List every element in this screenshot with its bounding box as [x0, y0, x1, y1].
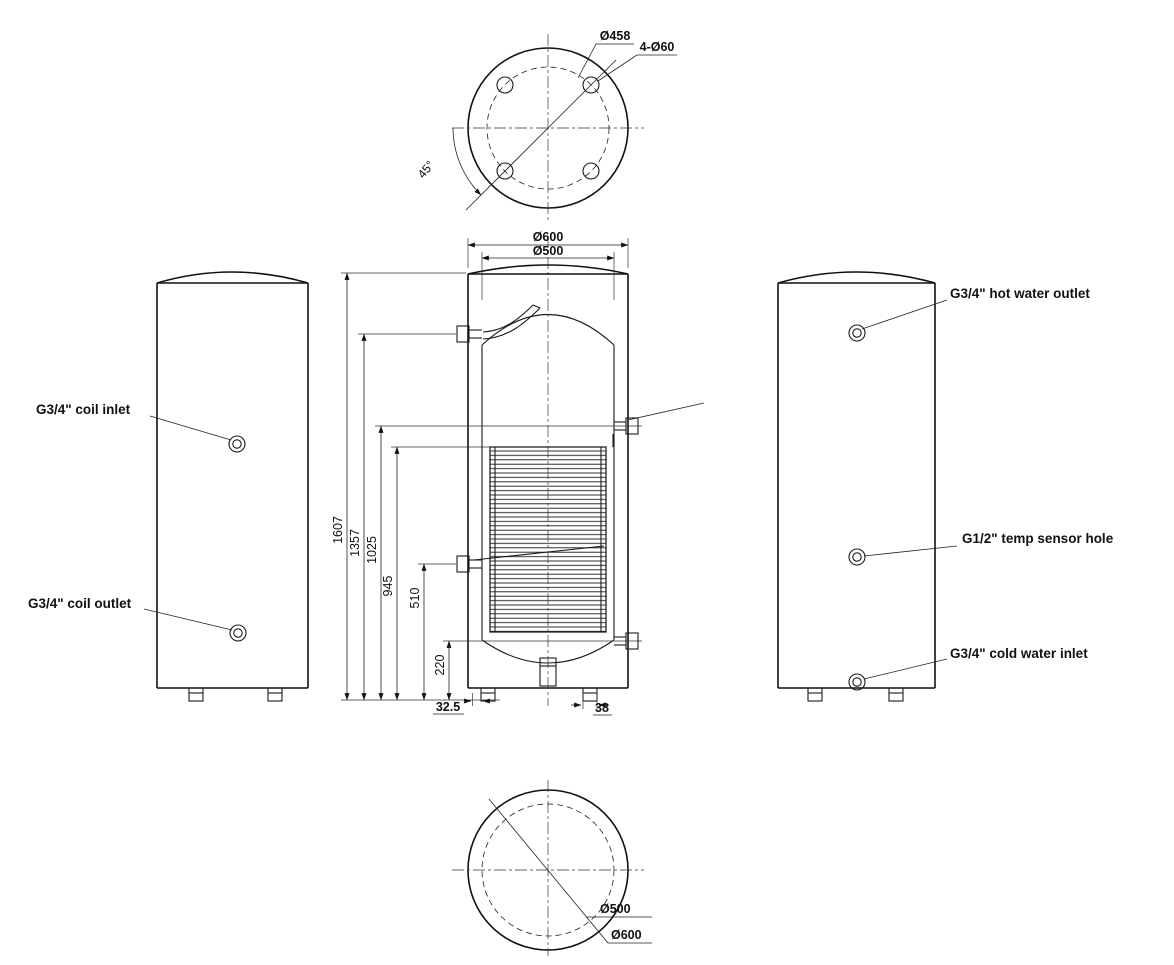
tank-foot — [582, 687, 598, 702]
hot-water-outlet-label: G3/4" hot water outlet — [950, 286, 1090, 301]
internal-pipe-line — [482, 304, 534, 333]
height-510-label: 510 — [408, 588, 422, 609]
coil-outlet-port-bore — [233, 628, 243, 638]
cold-water-inlet-label: G3/4" cold water inlet — [950, 646, 1088, 661]
tank-foot — [480, 687, 496, 702]
height-220-label: 220 — [433, 655, 447, 676]
diagonal-45-line — [465, 59, 617, 211]
coil-lead-pipe — [473, 545, 605, 561]
flange-leader — [627, 402, 705, 421]
height-1025-label: 1025 — [365, 536, 379, 564]
height-1357-label: 1357 — [348, 529, 362, 557]
coil-outlet-label: G3/4" coil outlet — [28, 596, 132, 611]
internal-pipe-end — [532, 304, 541, 309]
bottom-inner-dia-label: Ø500 — [600, 902, 631, 916]
bolt-hole — [582, 162, 600, 180]
diameter-leader — [488, 798, 609, 944]
front-section-view — [456, 236, 705, 706]
left-side-view: G3/4" coil inlet G3/4" coil outlet — [28, 271, 309, 702]
bolt-circle-leader — [577, 43, 597, 79]
foot-offset-label: 32.5 — [436, 700, 460, 714]
temp-sensor-port — [848, 548, 866, 566]
bolt-holes-leader — [597, 54, 638, 82]
temp-sensor-port-bore — [852, 552, 862, 562]
angle-arc — [452, 127, 482, 196]
bolt-hole — [496, 162, 514, 180]
tank-foot — [267, 687, 283, 702]
temp-sensor-leader — [863, 545, 958, 557]
bolt-hole — [496, 76, 514, 94]
hot-water-outlet-port — [848, 324, 866, 342]
coil-inlet-port-bore — [232, 439, 242, 449]
bottom-outer-dia-label: Ø600 — [611, 928, 642, 942]
bottom-view: Ø500 Ø600 — [452, 780, 652, 956]
outer-dia-label: Ø600 — [533, 230, 564, 244]
height-945-label: 945 — [381, 576, 395, 597]
tank-foot — [188, 687, 204, 702]
left-upper-flange — [456, 325, 470, 343]
cold-water-inlet-port — [848, 673, 866, 691]
coil-outlet-leader — [143, 608, 233, 631]
left-lower-flange — [456, 555, 470, 573]
tank-foot — [888, 687, 904, 702]
cold-water-inlet-leader — [863, 658, 948, 680]
bolt-hole — [582, 76, 600, 94]
coil-outlet-port — [229, 624, 247, 642]
coil-inlet-port — [228, 435, 246, 453]
internal-pipe-line — [482, 307, 541, 340]
foot-width-label: 38 — [595, 701, 609, 715]
right-side-view: G3/4" hot water outlet G1/2" temp sensor… — [777, 271, 1114, 702]
coil-inlet-label: G3/4" coil inlet — [36, 402, 131, 417]
temp-sensor-label: G1/2" temp sensor hole — [962, 531, 1114, 546]
angle-label: 45° — [415, 158, 438, 181]
height-1607-label: 1607 — [331, 516, 345, 544]
hot-water-outlet-port-bore — [852, 328, 862, 338]
cold-water-inlet-port-bore — [852, 677, 862, 687]
bolt-holes-label: 4-Ø60 — [640, 40, 675, 54]
inner-dia-label: Ø500 — [533, 244, 564, 258]
bolt-circle-dia-label: Ø458 — [600, 29, 631, 43]
tank-lid-arc — [156, 271, 309, 284]
tank-foot — [807, 687, 823, 702]
tank-lid-arc — [777, 271, 936, 284]
coil-inlet-leader — [149, 415, 232, 441]
hot-water-outlet-leader — [861, 299, 948, 330]
top-view: 45° Ø458 4-Ø60 — [415, 29, 677, 222]
front-view-dimensions: Ø600 Ø500 1607 1357 1025 945 510 220 32.… — [331, 230, 642, 716]
